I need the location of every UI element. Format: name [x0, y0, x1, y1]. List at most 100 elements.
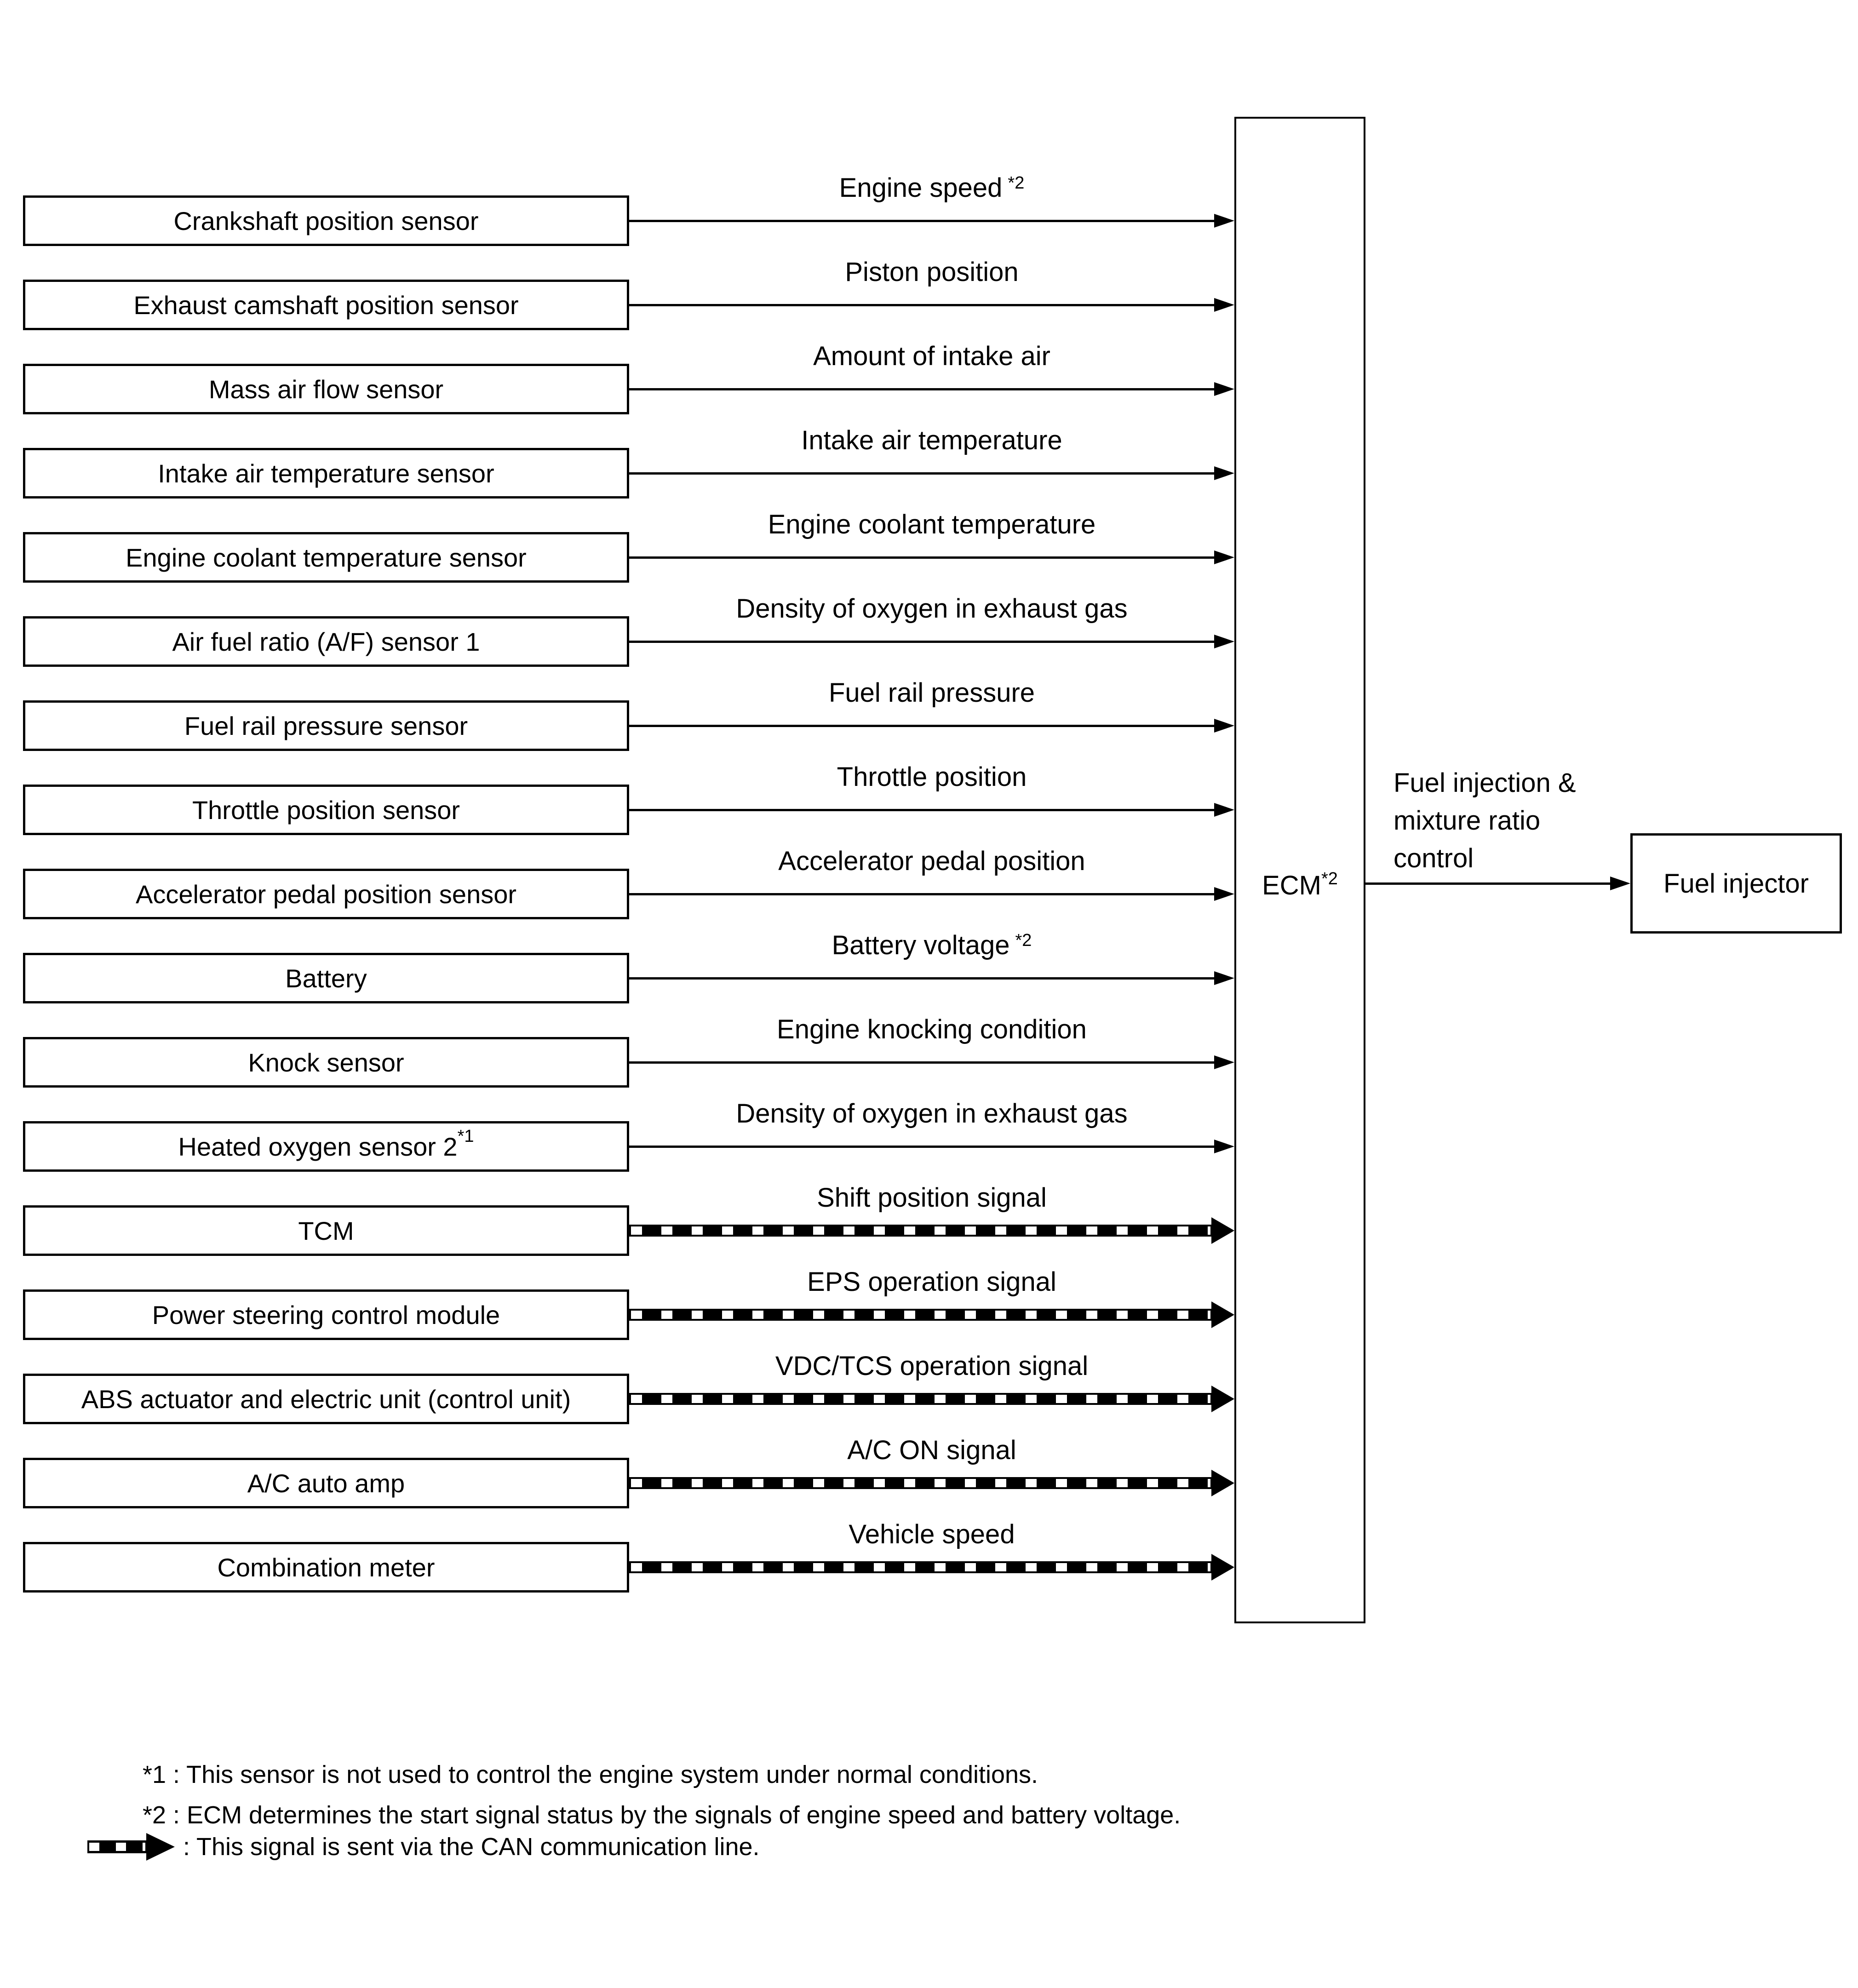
- source-box: TCM: [23, 1205, 629, 1256]
- signal-text: VDC/TCS operation signal: [775, 1351, 1089, 1381]
- signal-label: Fuel rail pressure: [629, 678, 1234, 708]
- source-box: Mass air flow sensor: [23, 364, 629, 414]
- can-signal-arrow: [629, 1477, 1211, 1489]
- source-label: Heated oxygen sensor 2: [178, 1132, 458, 1161]
- signal-text: Vehicle speed: [849, 1519, 1015, 1549]
- signal-label: Shift position signal: [629, 1183, 1234, 1213]
- signal-text: Density of oxygen in exhaust gas: [736, 1099, 1128, 1129]
- can-signal-arrow: [629, 1561, 1211, 1573]
- signal-label: VDC/TCS operation signal: [629, 1351, 1234, 1381]
- signal-superscript: *2: [1008, 173, 1025, 193]
- signal-label: Engine coolant temperature: [629, 510, 1234, 540]
- footnote-can-text: : This signal is sent via the CAN commun…: [183, 1833, 760, 1861]
- footnote-1: *1 : This sensor is not used to control …: [143, 1761, 1038, 1788]
- can-arrow-dashes: [631, 1311, 1210, 1319]
- signal-label: Throttle position: [629, 762, 1234, 792]
- signal-text: Fuel rail pressure: [828, 678, 1035, 708]
- source-label: Intake air temperature sensor: [158, 458, 494, 488]
- signal-arrow-line: [629, 809, 1215, 811]
- signal-label: A/C ON signal: [629, 1435, 1234, 1466]
- signal-label: Battery voltage *2: [629, 930, 1234, 961]
- signal-arrow-line: [629, 220, 1215, 222]
- signal-text: Battery voltage: [832, 930, 1010, 960]
- signal-text: A/C ON signal: [847, 1435, 1016, 1465]
- source-label: Air fuel ratio (A/F) sensor 1: [172, 627, 480, 656]
- source-box: Air fuel ratio (A/F) sensor 1: [23, 616, 629, 667]
- signal-text: EPS operation signal: [807, 1267, 1056, 1297]
- signal-text: Throttle position: [837, 762, 1027, 792]
- can-icon-arrowhead: [146, 1833, 175, 1861]
- source-box: Crankshaft position sensor: [23, 195, 629, 246]
- signal-label: Vehicle speed: [629, 1519, 1234, 1550]
- can-arrow-dashes: [631, 1563, 1210, 1571]
- signal-arrow-line: [629, 556, 1215, 559]
- signal-arrowhead: [1214, 214, 1234, 228]
- signal-label: Amount of intake air: [629, 341, 1234, 372]
- signal-arrowhead: [1214, 635, 1234, 648]
- signal-arrow-line: [629, 388, 1215, 390]
- signal-arrow-line: [629, 641, 1215, 643]
- source-box: Combination meter: [23, 1542, 629, 1593]
- signal-text: Accelerator pedal position: [778, 846, 1085, 876]
- source-label: Combination meter: [217, 1553, 435, 1582]
- signal-arrow-line: [629, 977, 1215, 980]
- source-box: Engine coolant temperature sensor: [23, 532, 629, 583]
- signal-arrowhead: [1214, 971, 1234, 985]
- can-arrowhead: [1211, 1386, 1234, 1412]
- signal-arrowhead: [1214, 298, 1234, 312]
- signal-text: Engine knocking condition: [777, 1014, 1087, 1044]
- output-control-line-2: mixture ratio: [1394, 806, 1541, 836]
- signal-arrow-line: [629, 1146, 1215, 1148]
- ecm-superscript: *2: [1321, 869, 1338, 888]
- signal-label: Density of oxygen in exhaust gas: [629, 594, 1234, 624]
- source-label: Knock sensor: [248, 1048, 404, 1077]
- source-box: Power steering control module: [23, 1289, 629, 1340]
- source-box: A/C auto amp: [23, 1458, 629, 1508]
- ecm-label: ECM*2: [1234, 869, 1365, 901]
- source-label: Crankshaft position sensor: [173, 206, 479, 235]
- signal-arrow-line: [629, 725, 1215, 727]
- output-control-line-3: control: [1394, 843, 1474, 873]
- output-control-line-1: Fuel injection &: [1394, 768, 1576, 798]
- signal-arrow-line: [629, 472, 1215, 475]
- footnote-can: : This signal is sent via the CAN commun…: [87, 1833, 760, 1861]
- signal-superscript: *2: [1015, 931, 1032, 950]
- signal-arrowhead: [1214, 1055, 1234, 1069]
- can-arrowhead: [1211, 1470, 1234, 1496]
- source-box: Exhaust camshaft position sensor: [23, 280, 629, 330]
- source-box: Accelerator pedal position sensor: [23, 869, 629, 919]
- source-label: Fuel rail pressure sensor: [184, 711, 468, 740]
- source-box: Heated oxygen sensor 2*1: [23, 1121, 629, 1172]
- footnote-2: *2 : ECM determines the start signal sta…: [143, 1801, 1181, 1829]
- signal-text: Engine speed: [839, 173, 1003, 203]
- source-label: Accelerator pedal position sensor: [135, 879, 517, 909]
- source-box: Battery: [23, 953, 629, 1003]
- signal-label: Accelerator pedal position: [629, 846, 1234, 877]
- signal-text: Engine coolant temperature: [768, 510, 1096, 539]
- ecm-to-injector-arrow-line: [1365, 882, 1610, 885]
- source-label: Battery: [285, 963, 367, 993]
- source-label: Exhaust camshaft position sensor: [133, 290, 519, 320]
- source-label: A/C auto amp: [247, 1468, 405, 1498]
- signal-label: Engine speed*2: [629, 173, 1234, 203]
- signal-label: Density of oxygen in exhaust gas: [629, 1099, 1234, 1129]
- signal-label: EPS operation signal: [629, 1267, 1234, 1297]
- can-arrowhead: [1211, 1301, 1234, 1328]
- signal-text: Shift position signal: [817, 1183, 1047, 1213]
- source-box: Knock sensor: [23, 1037, 629, 1088]
- signal-arrowhead: [1214, 466, 1234, 480]
- can-icon-dashes: [89, 1843, 145, 1851]
- can-arrow-dashes: [631, 1395, 1210, 1403]
- signal-text: Density of oxygen in exhaust gas: [736, 594, 1128, 624]
- can-signal-arrow: [629, 1309, 1211, 1321]
- can-signal-arrow: [629, 1393, 1211, 1405]
- signal-label: Engine knocking condition: [629, 1014, 1234, 1045]
- can-signal-arrow: [629, 1225, 1211, 1237]
- signal-arrowhead: [1214, 719, 1234, 733]
- ecm-box: [1234, 117, 1365, 1623]
- signal-arrowhead: [1214, 1140, 1234, 1153]
- can-arrow-icon: [87, 1833, 175, 1861]
- can-arrowhead: [1211, 1217, 1234, 1244]
- source-label: ABS actuator and electric unit (control …: [81, 1384, 571, 1414]
